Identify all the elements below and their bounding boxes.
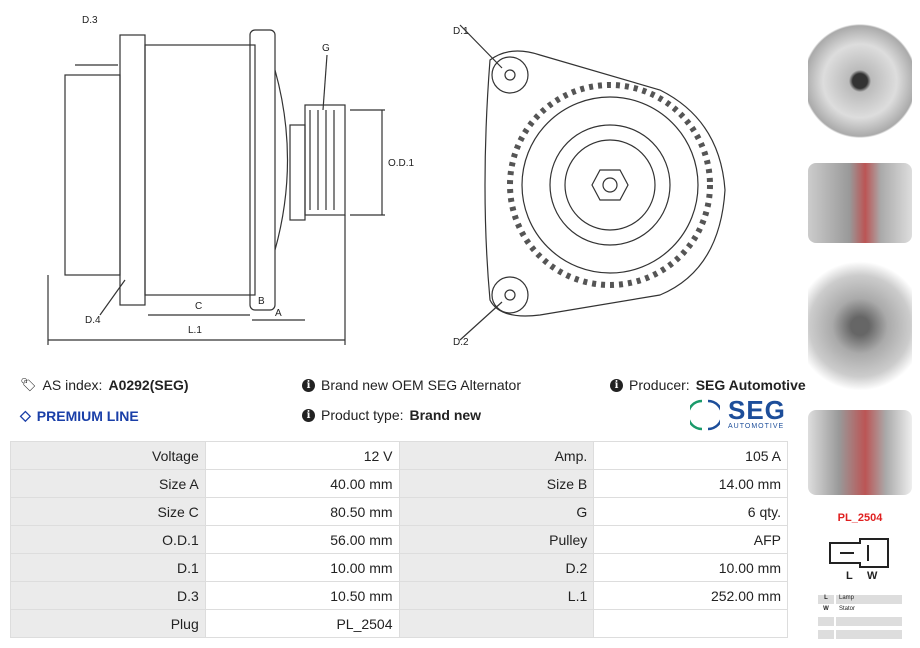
spec-value: 10.50 mm — [204, 581, 400, 610]
label-d2: D.2 — [453, 337, 469, 348]
spec-value: 252.00 mm — [593, 581, 788, 610]
oem-info: i Brand new OEM SEG Alternator — [302, 377, 521, 393]
spec-label: L.1 — [398, 581, 595, 610]
label-g: G — [322, 43, 330, 54]
seg-logo-arc-icon — [690, 399, 720, 431]
seg-logo-sub: AUTOMOTIVE — [728, 423, 785, 430]
product-type: i Product type: Brand new — [302, 407, 481, 423]
spec-label: Size B — [398, 469, 595, 498]
spec-label: Amp. — [398, 441, 595, 470]
seg-logo: SEG AUTOMOTIVE — [690, 395, 790, 432]
info-icon: i — [610, 378, 623, 392]
label-a: A — [275, 308, 282, 319]
product-photo-side[interactable] — [808, 163, 912, 243]
pin-code: L — [818, 595, 834, 604]
spec-value: 14.00 mm — [593, 469, 788, 498]
spec-value: 12 V — [204, 441, 400, 470]
info-icon: i — [302, 378, 315, 392]
label-l1: L.1 — [188, 325, 202, 336]
spec-label: Size C — [10, 497, 206, 526]
spec-label: O.D.1 — [10, 525, 206, 554]
type-value: Brand new — [409, 407, 482, 423]
premium-line-badge[interactable]: ◇ PREMIUM LINE — [20, 407, 139, 424]
spec-label: D.1 — [10, 553, 206, 582]
pin-code: W — [823, 606, 829, 612]
pin-desc: Stator — [839, 606, 856, 612]
label-c: C — [195, 301, 203, 312]
plug-connector-icon — [829, 538, 889, 568]
product-photo-rear[interactable] — [808, 250, 912, 402]
plug-pin-l: L — [846, 570, 853, 582]
spec-label: G — [398, 497, 595, 526]
spec-value: 10.00 mm — [593, 553, 788, 582]
spec-value: 6 qty. — [593, 497, 788, 526]
seg-logo-text: SEG — [728, 395, 786, 425]
label-b: B — [258, 296, 265, 307]
premium-label: PREMIUM LINE — [36, 407, 139, 424]
as-index-value: A0292(SEG) — [108, 377, 189, 393]
as-index-label: AS index: — [42, 377, 103, 393]
as-index: 🏷 AS index: A0292(SEG) — [20, 377, 189, 393]
oem-text: Brand new OEM SEG Alternator — [321, 377, 521, 393]
front-view-drawing — [459, 24, 726, 341]
spec-value: 56.00 mm — [204, 525, 400, 554]
producer-value: SEG Automotive — [695, 377, 806, 393]
spec-label: D.2 — [398, 553, 595, 582]
producer-label: Producer: — [629, 377, 690, 393]
plug-pin-w: W — [867, 570, 878, 582]
spec-value: 40.00 mm — [204, 469, 400, 498]
spec-value: 80.50 mm — [204, 497, 400, 526]
spec-value: AFP — [593, 525, 788, 554]
spec-label: D.3 — [10, 581, 206, 610]
spec-value: PL_2504 — [204, 609, 400, 638]
spec-label: Plug — [10, 609, 206, 638]
diamond-icon: ◇ — [20, 407, 31, 423]
spec-label: Size A — [10, 469, 206, 498]
label-d4: D.4 — [85, 315, 101, 326]
spec-label: Pulley — [398, 525, 595, 554]
spec-value: 105 A — [593, 441, 788, 470]
label-d3: D.3 — [82, 15, 98, 26]
spec-label: Voltage — [10, 441, 206, 470]
spec-value: 10.00 mm — [204, 553, 400, 582]
spec-label — [398, 609, 595, 638]
pin-desc: Lamp — [836, 595, 902, 604]
type-label: Product type: — [321, 407, 404, 423]
producer: i Producer: SEG Automotive — [610, 377, 806, 393]
product-photo-angle[interactable] — [808, 410, 912, 495]
spec-value — [593, 609, 788, 638]
plug-name: PL_2504 — [837, 512, 883, 524]
label-od1: O.D.1 — [388, 158, 415, 169]
label-d1: D.1 — [453, 26, 469, 37]
info-icon: i — [302, 408, 315, 422]
side-view-drawing — [47, 29, 385, 345]
product-photo-front[interactable] — [808, 5, 912, 157]
tag-icon: 🏷 — [20, 377, 37, 392]
